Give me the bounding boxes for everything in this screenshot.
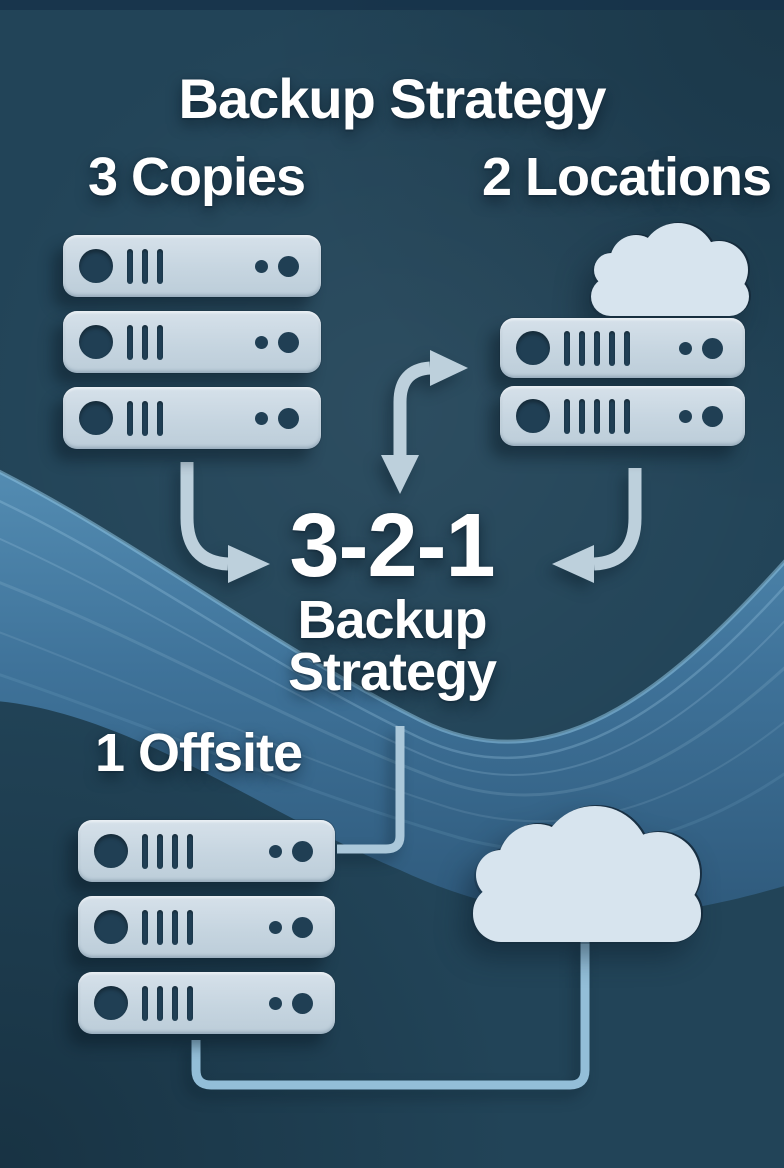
power-button-icon [94,910,128,944]
power-button-icon [79,325,113,359]
vent-bar [564,330,570,366]
server-icon [78,972,335,1034]
vent-bar [594,330,600,366]
power-button-icon [516,331,550,365]
server-stack-3-copies [63,235,321,449]
server-icon [500,318,745,378]
vent-bar [609,398,615,434]
vent-bar [172,833,178,869]
vent-bar [157,324,163,360]
center-line-backup: Backup [297,590,487,650]
server-icon [63,311,321,373]
vent-bar [157,400,163,436]
vent-bar [579,330,585,366]
status-led-icons [679,405,723,427]
status-led-icons [679,337,723,359]
server-icon [78,896,335,958]
vent-bar [579,398,585,434]
vent-bar [594,398,600,434]
vent-bar [172,909,178,945]
vent-bar [142,324,148,360]
vent-bar [142,400,148,436]
vent-bars-icon [564,398,630,434]
power-button-icon [79,249,113,283]
vent-bar [127,400,133,436]
top-edge-strip [0,0,784,10]
power-button-icon [94,834,128,868]
vent-bar [187,909,193,945]
vent-bars-icon [127,324,163,360]
vent-bar [142,833,148,869]
vent-bar [127,248,133,284]
vent-bar [142,248,148,284]
center-number: 3-2-1 [289,496,495,596]
cloud-icon [468,806,706,942]
vent-bar [142,985,148,1021]
vent-bar [127,324,133,360]
vent-bar [157,833,163,869]
server-icon [63,235,321,297]
status-led-icons [269,840,313,862]
vent-bar [142,909,148,945]
vent-bar [624,398,630,434]
status-led-icons [255,407,299,429]
vent-bar [564,398,570,434]
vent-bars-icon [564,330,630,366]
vent-bars-icon [142,985,193,1021]
vent-bar [157,909,163,945]
server-icon [78,820,335,882]
vent-bar [609,330,615,366]
center-line-strategy: Strategy [287,642,497,702]
center-strategy-text: 3-2-1 Backup Strategy [0,496,784,702]
label-3-copies: 3 Copies [88,147,306,207]
page-title: Backup Strategy [178,67,607,130]
vent-bars-icon [142,833,193,869]
status-led-icons [269,992,313,1014]
power-button-icon [516,399,550,433]
vent-bars-icon [142,909,193,945]
server-icon [500,386,745,446]
vent-bar [624,330,630,366]
power-button-icon [79,401,113,435]
label-2-locations: 2 Locations [482,147,772,207]
power-button-icon [94,986,128,1020]
vent-bar [187,985,193,1021]
label-1-offsite: 1 Offsite [95,723,303,783]
vent-bar [172,985,178,1021]
vent-bar [187,833,193,869]
vent-bar [157,985,163,1021]
status-led-icons [255,255,299,277]
vent-bars-icon [127,248,163,284]
server-stack-2-locations [500,318,745,446]
vent-bar [157,248,163,284]
server-stack-1-offsite [78,820,335,1034]
cloud-icon [588,223,752,316]
server-icon [63,387,321,449]
status-led-icons [255,331,299,353]
status-led-icons [269,916,313,938]
vent-bars-icon [127,400,163,436]
